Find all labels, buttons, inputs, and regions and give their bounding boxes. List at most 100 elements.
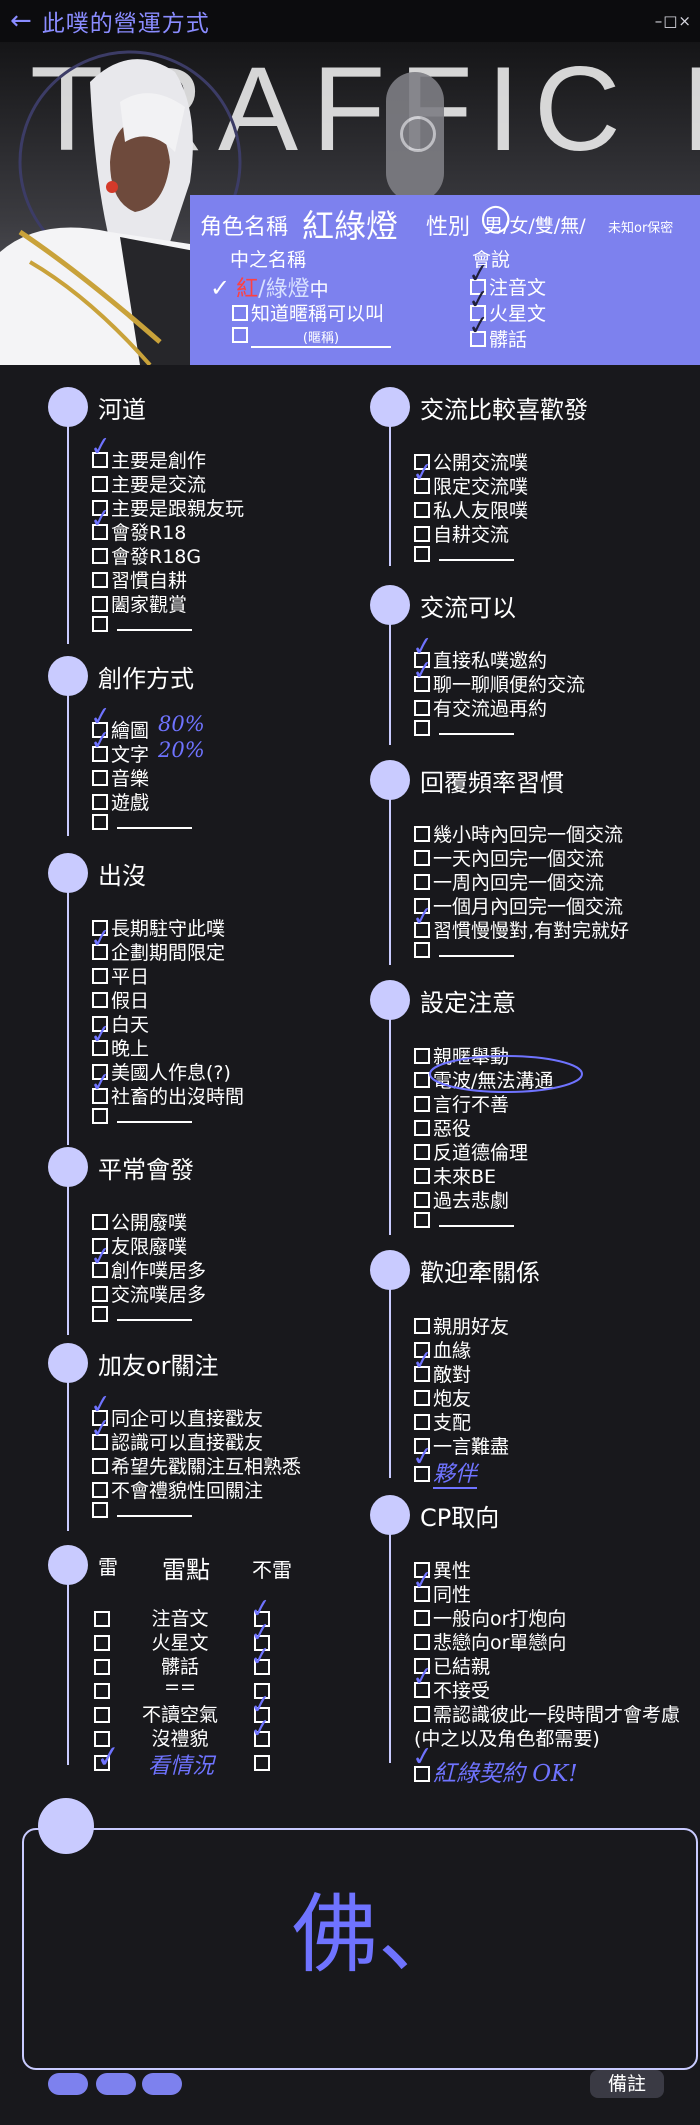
alias-option-3[interactable]: (暱稱) xyxy=(232,325,391,348)
friend-item-3[interactable]: 希望先戳關注互相熟悉 xyxy=(92,1452,301,1479)
reply-item-5[interactable]: 習慣慢慢對,有對完就好 xyxy=(414,916,629,943)
usual-item-1[interactable]: 公開廢噗 xyxy=(92,1208,187,1235)
usual-item-2[interactable]: 友限廢噗 xyxy=(92,1232,187,1259)
welcome-item-5[interactable]: 支配 xyxy=(414,1408,471,1435)
footer-pill-2[interactable] xyxy=(96,2073,136,2095)
friend-item-blank[interactable] xyxy=(92,1500,192,1522)
river-item-6[interactable]: 習慣自耕 xyxy=(92,566,187,593)
alias-option-2[interactable]: 知道暱稱可以叫 xyxy=(232,299,384,326)
appear-item-blank[interactable] xyxy=(92,1106,192,1128)
prefer-item-2[interactable]: 限定交流噗 xyxy=(414,472,528,499)
cp-item-5[interactable]: 已結親 xyxy=(414,1652,490,1679)
cp-item-2[interactable]: 同性 xyxy=(414,1580,471,1607)
gender-extra[interactable]: 未知or保密 xyxy=(608,221,674,236)
remark-button[interactable]: 備註 xyxy=(590,2070,664,2098)
setting-item-7[interactable]: 過去悲劇 xyxy=(414,1186,509,1213)
river-item-2[interactable]: 主要是交流 xyxy=(92,470,206,497)
reply-item-3[interactable]: 一周內回完一個交流 xyxy=(414,868,604,895)
welcome-item-6[interactable]: 一言難盡 xyxy=(414,1432,509,1459)
section-dot xyxy=(48,853,88,893)
friend-item-4[interactable]: 不會禮貌性回關注 xyxy=(92,1476,263,1503)
appear-item-3[interactable]: 平日 xyxy=(92,962,149,989)
can-item-3[interactable]: 有交流過再約 xyxy=(414,694,547,721)
reply-item-1[interactable]: 幾小時內回完一個交流 xyxy=(414,820,623,847)
check-mark-icon: ✓ xyxy=(93,1738,124,1777)
usual-item-4[interactable]: 交流噗居多 xyxy=(92,1280,206,1307)
river-item-4[interactable]: 會發R18 xyxy=(92,518,186,545)
river-item-1[interactable]: 主要是創作 xyxy=(92,446,206,473)
create-item-blank[interactable] xyxy=(92,812,192,834)
prefer-item-4[interactable]: 自耕交流 xyxy=(414,520,509,547)
cp-item-note[interactable]: 紅綠契約 OK! xyxy=(414,1754,578,1788)
memo-box[interactable] xyxy=(22,1828,698,2070)
welcome-item-1[interactable]: 親朋好友 xyxy=(414,1312,509,1339)
create-item-2[interactable]: 文字 xyxy=(92,740,149,767)
section-title: 歡迎牽關係 xyxy=(420,1258,540,1287)
reply-item-4[interactable]: 一個月內回完一個交流 xyxy=(414,892,623,919)
appear-item-1[interactable]: 長期駐守此噗 xyxy=(92,914,225,941)
cp-item-1[interactable]: 異性 xyxy=(414,1556,471,1583)
section-title: 回覆頻率習慣 xyxy=(420,768,564,797)
usual-item-blank[interactable] xyxy=(92,1304,192,1326)
check-mark-icon: ✓ xyxy=(88,1240,114,1274)
gender-options[interactable]: 男/女/雙/無/ xyxy=(484,215,586,237)
cp-item-7[interactable]: 需認識彼此一段時間才會考慮 xyxy=(414,1700,680,1727)
cp-item-4[interactable]: 悲戀向or單戀向 xyxy=(414,1628,566,1655)
setting-item-2[interactable]: 電波/無法溝通 xyxy=(414,1066,553,1093)
welcome-item-note[interactable]: 夥伴 xyxy=(414,1456,478,1489)
appear-item-5[interactable]: 白天 xyxy=(92,1010,149,1037)
appear-item-4[interactable]: 假日 xyxy=(92,986,149,1013)
friend-item-1[interactable]: 同企可以直接戳友 xyxy=(92,1404,263,1431)
window-title: 此噗的營運方式 xyxy=(41,11,210,37)
cp-item-3[interactable]: 一般向or打炮向 xyxy=(414,1604,566,1631)
create-item-3[interactable]: 音樂 xyxy=(92,764,149,791)
prefer-item-1[interactable]: 公開交流噗 xyxy=(414,448,528,475)
setting-item-5[interactable]: 反道德倫理 xyxy=(414,1138,528,1165)
memo-dot xyxy=(38,1798,94,1854)
can-item-2[interactable]: 聊一聊順便約交流 xyxy=(414,670,585,697)
section-prefer: 交流比較喜歡發 xyxy=(370,387,588,427)
alias-label: 中之名稱 xyxy=(230,249,307,271)
can-item-1[interactable]: 直接私噗邀約 xyxy=(414,646,547,673)
welcome-item-4[interactable]: 炮友 xyxy=(414,1384,471,1411)
setting-item-3[interactable]: 言行不善 xyxy=(414,1090,509,1117)
timeline-line xyxy=(67,406,69,644)
appear-item-7[interactable]: 美國人作息(?) xyxy=(92,1058,231,1085)
create-item-4[interactable]: 遊戲 xyxy=(92,788,149,815)
reply-item-2[interactable]: 一天內回完一個交流 xyxy=(414,844,604,871)
section-river: 河道 xyxy=(48,387,146,427)
lang-option-2[interactable]: 火星文 xyxy=(470,299,546,326)
window-controls[interactable]: –□× xyxy=(654,12,692,30)
create-item-1[interactable]: 繪圖 xyxy=(92,716,149,743)
check-mark-icon: ✓ xyxy=(88,1066,114,1100)
usual-item-3[interactable]: 創作噗居多 xyxy=(92,1256,206,1283)
river-item-blank[interactable] xyxy=(92,614,192,636)
setting-item-4[interactable]: 惡役 xyxy=(414,1114,471,1141)
back-arrow-icon[interactable]: ← xyxy=(10,6,32,36)
appear-item-2[interactable]: 企劃期間限定 xyxy=(92,938,225,965)
welcome-item-2[interactable]: 血緣 xyxy=(414,1336,471,1363)
river-item-7[interactable]: 闔家觀賞 xyxy=(92,590,187,617)
lang-option-3[interactable]: 髒話 xyxy=(470,325,527,352)
appear-item-8[interactable]: 社畜的出沒時間 xyxy=(92,1082,244,1109)
river-item-5[interactable]: 會發R18G xyxy=(92,542,201,569)
lang-option-1[interactable]: 注音文 xyxy=(470,273,546,300)
appear-item-6[interactable]: 晚上 xyxy=(92,1034,149,1061)
alias-option-1[interactable]: ✓ 紅/綠燈中 xyxy=(210,274,329,302)
setting-item-blank[interactable] xyxy=(414,1210,514,1232)
prefer-item-3[interactable]: 私人友限噗 xyxy=(414,496,528,523)
setting-item-6[interactable]: 未來BE xyxy=(414,1162,496,1189)
check-mark-icon: ✓ xyxy=(410,654,436,688)
river-item-3[interactable]: 主要是跟親友玩 xyxy=(92,494,244,521)
reply-item-blank[interactable] xyxy=(414,940,514,962)
timeline-line xyxy=(389,1000,391,1235)
prefer-item-blank[interactable] xyxy=(414,544,514,566)
footer-pill-1[interactable] xyxy=(48,2073,88,2095)
timeline-line xyxy=(67,1363,69,1531)
char-name-label: 角色名稱 xyxy=(200,215,289,240)
friend-item-2[interactable]: 認識可以直接戳友 xyxy=(92,1428,263,1455)
footer-pill-3[interactable] xyxy=(142,2073,182,2095)
can-item-blank[interactable] xyxy=(414,718,514,740)
welcome-item-3[interactable]: 敵對 xyxy=(414,1360,471,1387)
cp-item-6[interactable]: 不接受 xyxy=(414,1676,490,1703)
